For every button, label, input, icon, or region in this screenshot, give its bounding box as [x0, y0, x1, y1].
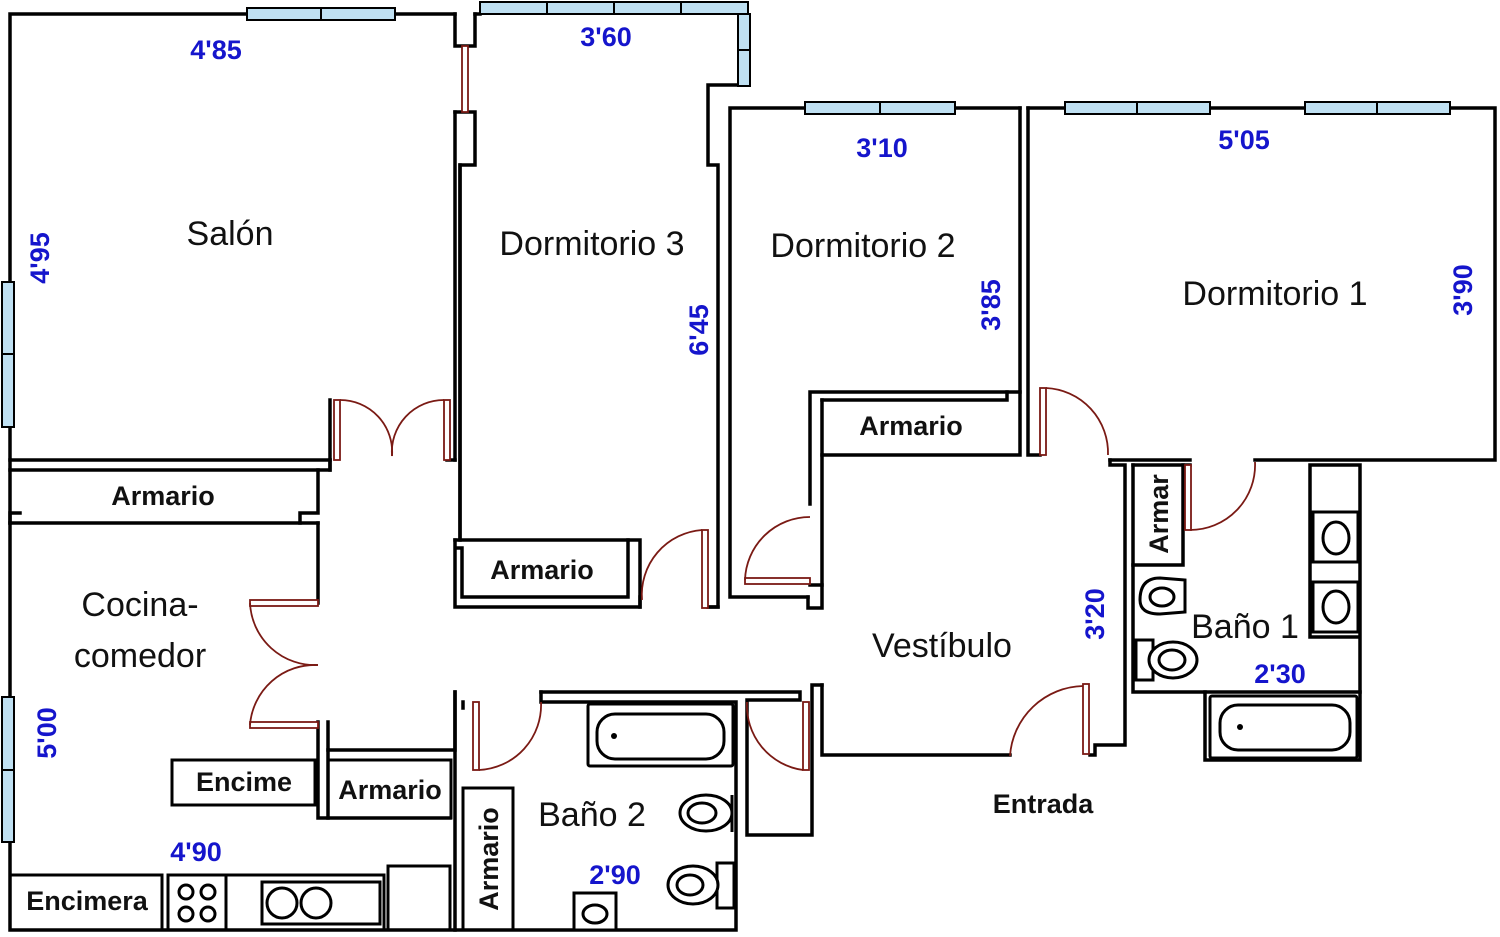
doors [249, 45, 1256, 771]
dim-dorm1-width: 5'05 [1218, 125, 1269, 155]
salon-wall [8, 12, 332, 462]
cocina-label-line2: comedor [74, 637, 206, 675]
salon-label: Salón [187, 215, 274, 253]
room-labels: Salón Dormitorio 3 Dormitorio 2 Dormitor… [74, 215, 1368, 834]
dim-cocina-width: 4'90 [170, 837, 221, 867]
furniture-labels: Armario Armario Armario Armario Encime E… [26, 411, 1174, 916]
armario-cocina-label: Armario [338, 775, 442, 805]
dim-vestibulo-height: 3'20 [1080, 588, 1110, 639]
dormitorio1-label: Dormitorio 1 [1182, 275, 1367, 313]
encimera-label: Encimera [26, 886, 149, 916]
dim-bano2-width: 2'90 [589, 860, 640, 890]
armario-salon-label: Armario [111, 481, 215, 511]
dim-salon-height: 4'95 [25, 232, 55, 283]
dim-dorm2-width: 3'10 [856, 133, 907, 163]
encime-label: Encime [196, 767, 292, 797]
dormitorio2-label: Dormitorio 2 [770, 227, 955, 265]
entrance-label: Entrada [993, 789, 1095, 819]
dim-salon-width: 4'85 [190, 35, 241, 65]
vestibulo-label: Vestíbulo [872, 627, 1012, 665]
dim-bano1-width: 2'30 [1254, 659, 1305, 689]
windows [1, 1, 1451, 843]
dimension-labels: 4'85 4'95 3'60 6'45 3'10 3'85 5'05 3'90 … [25, 22, 1478, 890]
sink-kitchen [265, 886, 333, 920]
stove-burners [177, 883, 217, 923]
cocina-label-line1: Cocina- [81, 586, 198, 624]
dim-dorm1-height: 3'90 [1448, 264, 1478, 315]
dim-dorm2-height: 3'85 [976, 279, 1006, 330]
bano1-label: Baño 1 [1191, 608, 1299, 646]
dim-dorm3-width: 3'60 [580, 22, 631, 52]
armario-dorm3-label: Armario [490, 555, 594, 585]
armario-bano2-label: Armario [474, 807, 504, 911]
armar-bano1-label: Armar [1144, 474, 1174, 554]
dim-dorm3-height: 6'45 [684, 304, 714, 355]
dim-cocina-height: 5'00 [32, 707, 62, 758]
dormitorio3-label: Dormitorio 3 [499, 225, 684, 263]
armario-dorm2-label: Armario [859, 411, 963, 441]
bano2-label: Baño 2 [538, 796, 646, 834]
bath-fixtures [572, 510, 1360, 932]
furniture-outlines [8, 758, 515, 932]
